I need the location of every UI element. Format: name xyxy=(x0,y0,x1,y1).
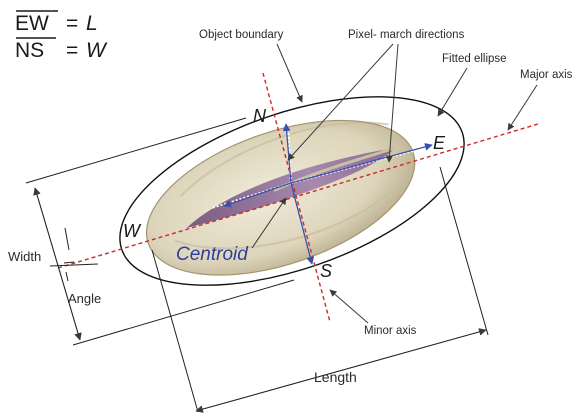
length-extension-left xyxy=(152,250,198,412)
object-boundary-label: Object boundary xyxy=(199,29,284,41)
fitted-ellipse-arrow xyxy=(438,68,467,116)
length-extension-right xyxy=(440,167,488,335)
fitted-ellipse-label: Fitted ellipse xyxy=(442,53,507,65)
equation-ns-symbol: NS xyxy=(15,39,44,62)
equation-ew-equals: = xyxy=(66,12,78,35)
object-boundary-arrow xyxy=(277,44,302,102)
minor-axis-arrow xyxy=(330,290,368,323)
point-w-label: W xyxy=(123,221,142,241)
equation-ns: NS = W xyxy=(15,38,108,62)
point-n-label: N xyxy=(253,106,267,126)
pixel-march-label: Pixel- march directions xyxy=(348,29,465,41)
equation-ns-var: W xyxy=(86,39,108,62)
major-axis-label: Major axis xyxy=(520,69,573,81)
major-axis-arrow xyxy=(508,85,537,130)
centroid-label: Centroid xyxy=(176,244,249,265)
width-extension-bottom xyxy=(73,280,294,345)
angle-tick-top xyxy=(65,228,69,250)
point-s-label: S xyxy=(320,261,332,281)
equation-ew-var: L xyxy=(86,12,98,35)
equation-ew-symbol: EW xyxy=(15,12,49,35)
angle-pointer xyxy=(66,272,68,281)
angle-tick xyxy=(64,262,74,263)
angle-label: Angle xyxy=(68,291,101,306)
equation-ns-equals: = xyxy=(66,39,78,62)
width-label: Width xyxy=(8,249,41,264)
pistachio-image xyxy=(127,90,435,306)
minor-axis-label: Minor axis xyxy=(364,325,417,337)
point-e-label: E xyxy=(433,133,446,153)
length-label: Length xyxy=(314,369,357,385)
equation-ew: EW = L xyxy=(15,11,98,35)
